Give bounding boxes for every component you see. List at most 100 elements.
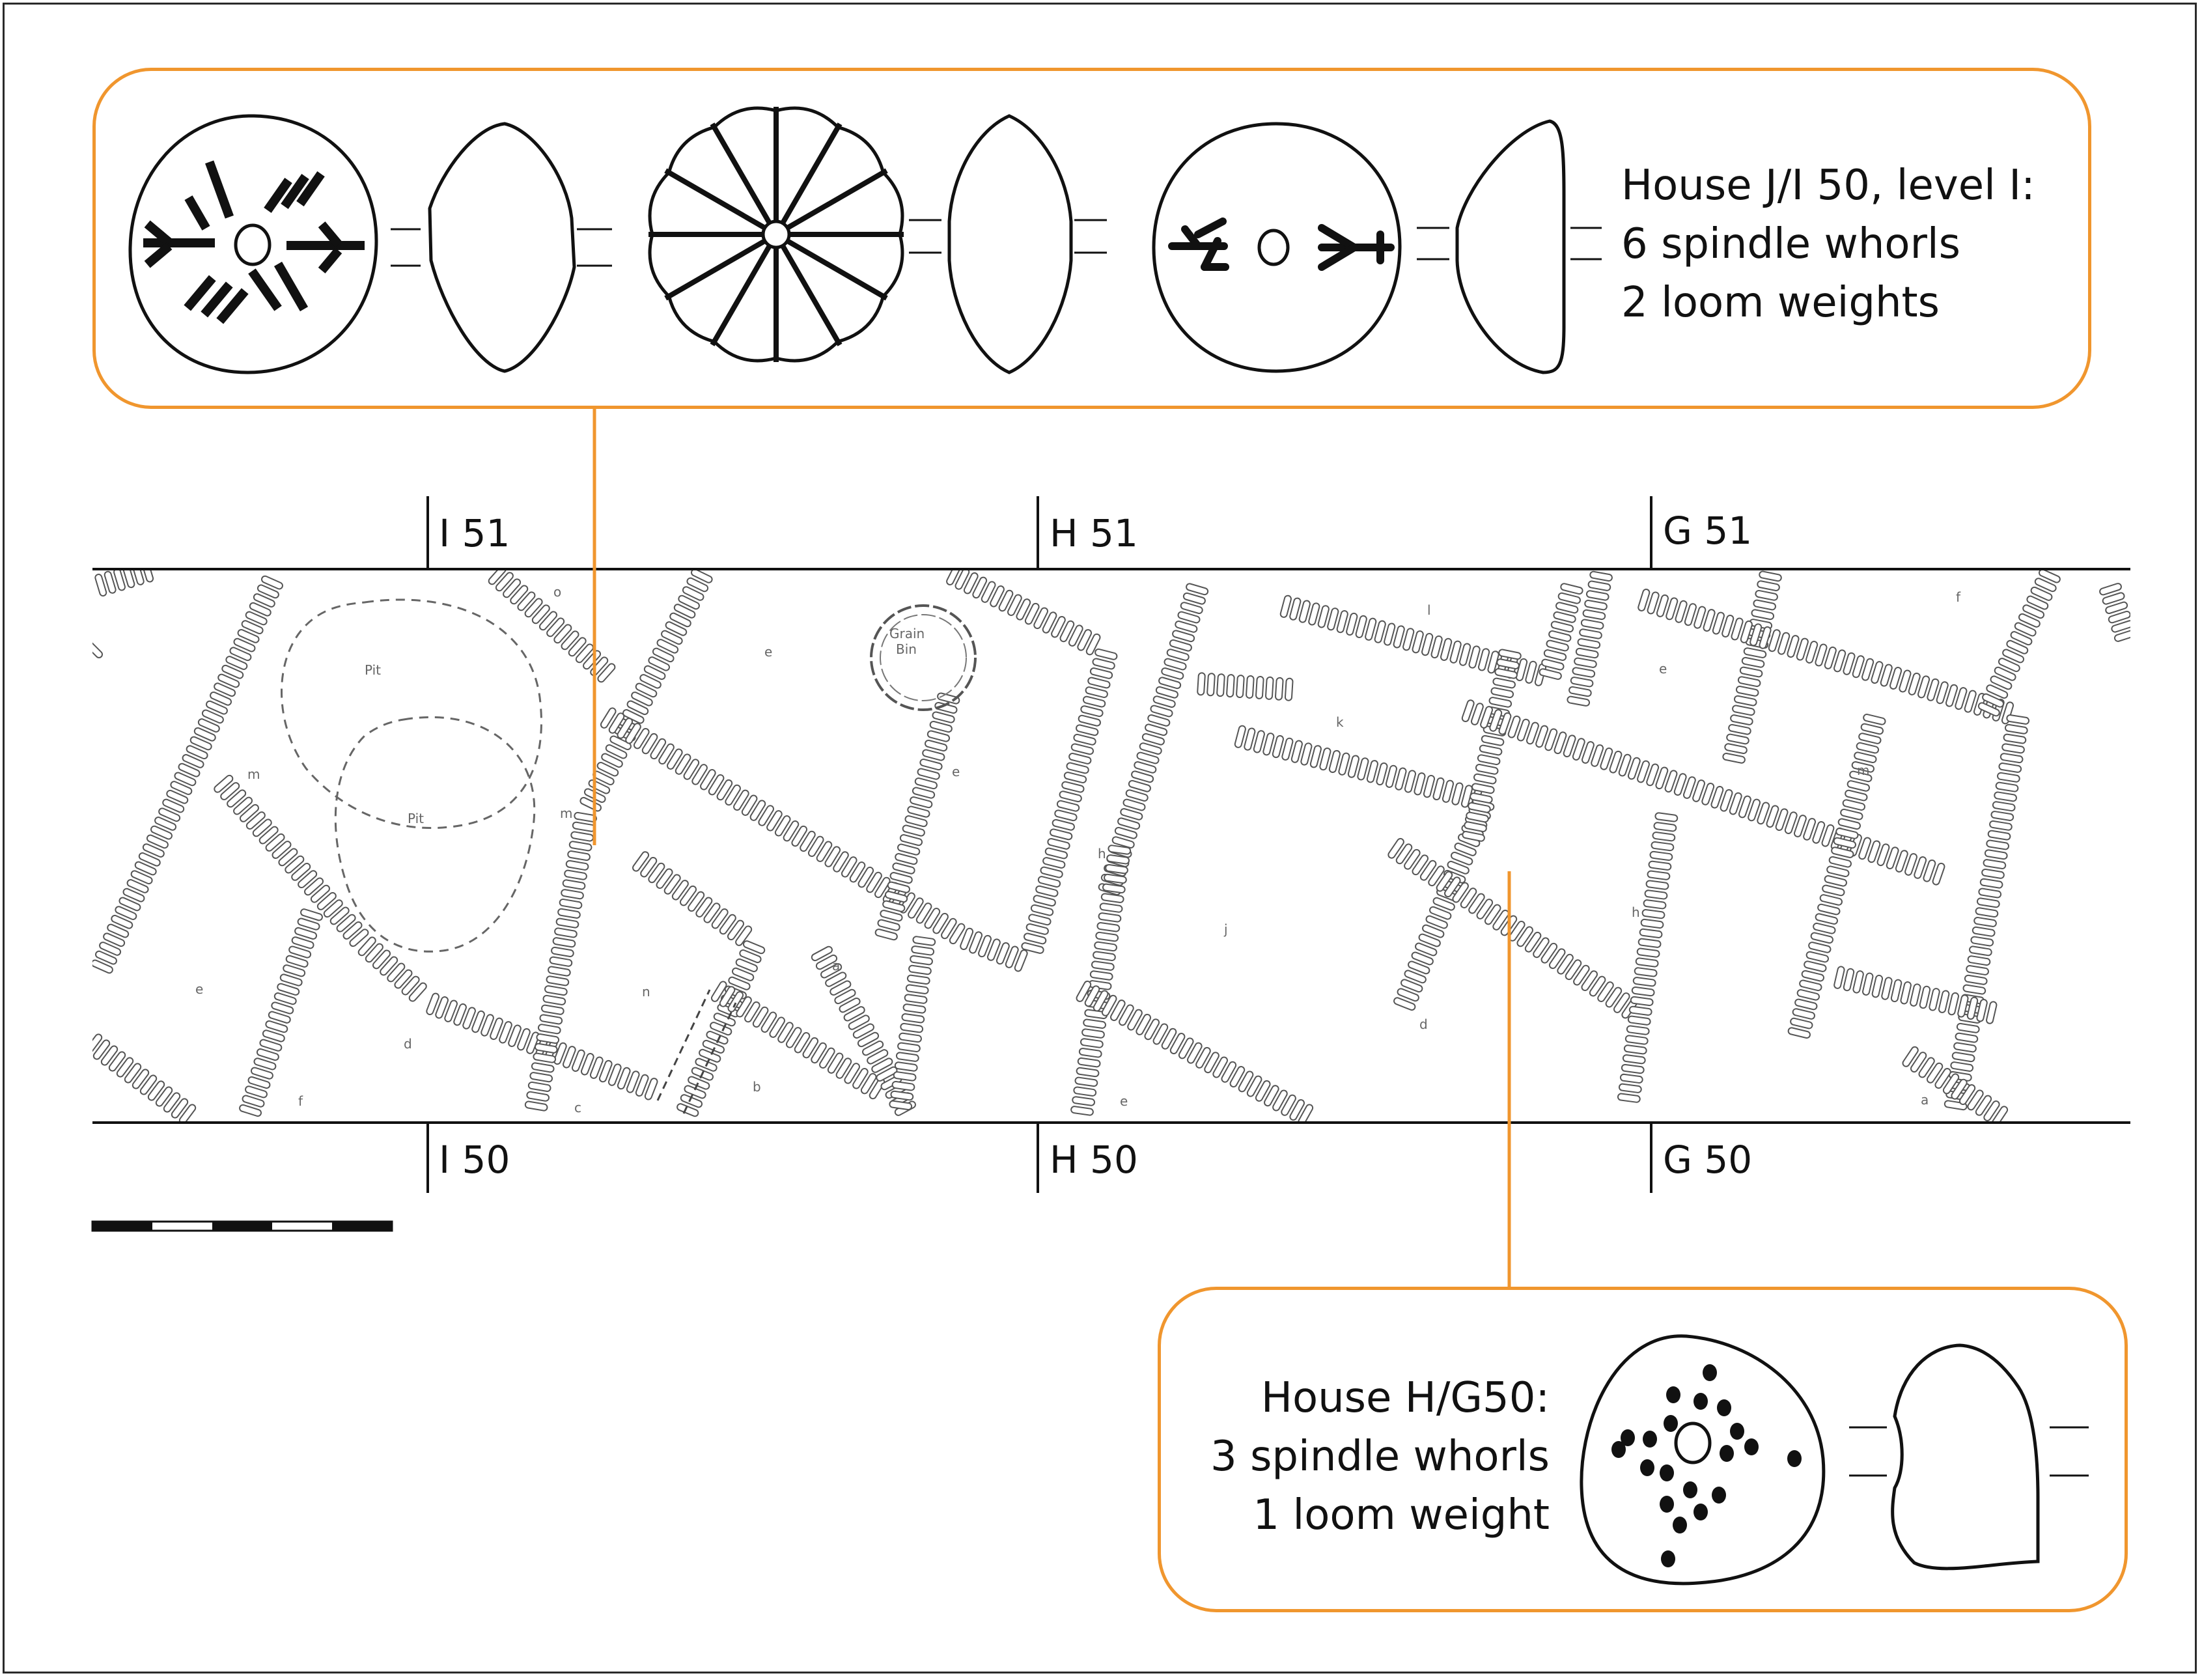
incised-pattern — [143, 160, 365, 324]
room-label: h — [1632, 904, 1640, 920]
caption-line: 1 loom weight — [1253, 1491, 1550, 1539]
room-label: e — [195, 981, 203, 997]
wall-segment — [710, 981, 885, 1100]
wall-segment — [1617, 812, 1679, 1103]
room-label: a — [832, 958, 840, 973]
grain-bin-label-1: Grain — [889, 626, 925, 641]
callout-house-ji50 — [92, 68, 2091, 409]
wall-segment — [600, 707, 966, 945]
grid-label-i50: I 50 — [439, 1138, 510, 1182]
punctate-dots — [1611, 1364, 1802, 1567]
spindle-whorl-4-top-view — [1580, 1334, 1826, 1586]
wall-segment — [92, 639, 104, 658]
wall-segment — [960, 927, 1028, 972]
wall-segment — [579, 569, 713, 812]
room-label: e — [1120, 1093, 1128, 1109]
caption-line: House H/G50: — [1261, 1374, 1550, 1422]
spindle-whorl-1-profile — [391, 122, 612, 373]
wall-segment — [1902, 1046, 2009, 1123]
grid-label-h50: H 50 — [1050, 1138, 1138, 1182]
room-label: m — [247, 766, 260, 782]
wall-segment — [1070, 845, 1132, 1116]
room-label: m — [1857, 763, 1869, 778]
wall-segment — [1387, 837, 1638, 1019]
caption-line: House J/I 50, level I: — [1621, 161, 2035, 210]
room-label: l — [1427, 602, 1431, 618]
room-label: e — [764, 644, 772, 660]
wall-segment — [1021, 648, 1118, 954]
room-label: d — [1419, 1016, 1428, 1032]
grain-bin-label-2: Bin — [896, 641, 917, 657]
spindle-whorl-2-top-view — [648, 106, 904, 363]
wall-segment — [946, 569, 1101, 656]
grain-bin — [870, 604, 977, 711]
wall-segment — [357, 936, 427, 1002]
room-label: k — [1336, 714, 1344, 730]
pit-label-2: Pit — [408, 811, 424, 826]
wall-segment — [1234, 725, 1483, 811]
room-label: b — [753, 1079, 761, 1095]
room-label: o — [553, 584, 561, 600]
room-label: f — [1956, 589, 1961, 605]
room-label: n — [642, 984, 650, 1000]
incised-pattern — [1168, 217, 1395, 271]
grid-ticks — [426, 496, 1652, 1193]
wall-segment — [874, 692, 960, 941]
caption-line: 6 spindle whorls — [1621, 220, 1960, 268]
scale-bar — [91, 1220, 393, 1232]
wall-segment — [1539, 583, 1583, 680]
wall-segment — [1197, 672, 1294, 701]
dashed-passage — [656, 989, 737, 1114]
figure-frame — [3, 3, 2197, 1673]
spindle-whorl-3-top-view — [1152, 122, 1402, 373]
room-label: e — [1659, 661, 1667, 677]
wall-segment — [1944, 714, 2030, 1111]
wall-segment — [2099, 583, 2130, 642]
room-label: f — [298, 1093, 303, 1109]
grid-label-i51: I 51 — [439, 511, 510, 555]
wall-segment — [92, 1033, 197, 1123]
wall-segment — [488, 569, 616, 683]
pit-label-1: Pit — [365, 662, 381, 678]
spindle-whorl-2-profile — [909, 114, 1107, 374]
room-label: j — [1223, 921, 1228, 937]
spindle-whorl-4-profile — [1849, 1343, 2089, 1571]
wall-segment — [92, 575, 283, 974]
mudbrick-walls — [92, 569, 2130, 1123]
wall-segment — [1638, 589, 2014, 725]
wall-segment — [889, 936, 936, 1111]
pit-outline-lower — [334, 716, 536, 953]
pit-outline-upper — [281, 598, 542, 830]
spindle-whorl-1-top-view — [128, 114, 378, 374]
wall-segment — [1833, 966, 1998, 1024]
room-label: c — [574, 1100, 581, 1115]
wall-segment — [1462, 649, 1522, 842]
wall-segment — [524, 811, 597, 1112]
grid-label-g51: G 51 — [1663, 509, 1753, 553]
wall-segment — [239, 908, 323, 1117]
caption-house-hg50: House H/G50: 3 spindle whorls 1 loom wei… — [1198, 1369, 1550, 1545]
room-label: a — [1921, 1092, 1929, 1108]
grid-label-h51: H 51 — [1050, 511, 1138, 555]
spindle-whorl-3-profile — [1417, 119, 1602, 374]
caption-line: 3 spindle whorls — [1210, 1433, 1550, 1481]
room-label: e — [952, 764, 960, 779]
caption-house-ji50: House J/I 50, level I: 6 spindle whorls … — [1621, 156, 2035, 332]
pits — [281, 598, 737, 1114]
wall-segment — [1722, 570, 1782, 764]
callout-house-hg50 — [1158, 1287, 2128, 1612]
plan-room-labels: Pit Pit Grain Bin o e m m e d f n c a b … — [195, 584, 1961, 1115]
wall-segment — [94, 569, 154, 597]
wall-segment — [632, 851, 753, 946]
wall-segment — [1787, 714, 1886, 1039]
wall-segment — [1977, 569, 2061, 717]
room-label: h — [1098, 846, 1106, 861]
room-label: d — [404, 1036, 412, 1052]
wall-segment — [214, 774, 369, 947]
room-label: m — [560, 805, 572, 821]
wall-segment — [1567, 570, 1613, 707]
wall-segment — [1076, 980, 1314, 1123]
grid-label-g50: G 50 — [1663, 1138, 1753, 1182]
caption-line: 2 loom weights — [1621, 279, 1940, 327]
